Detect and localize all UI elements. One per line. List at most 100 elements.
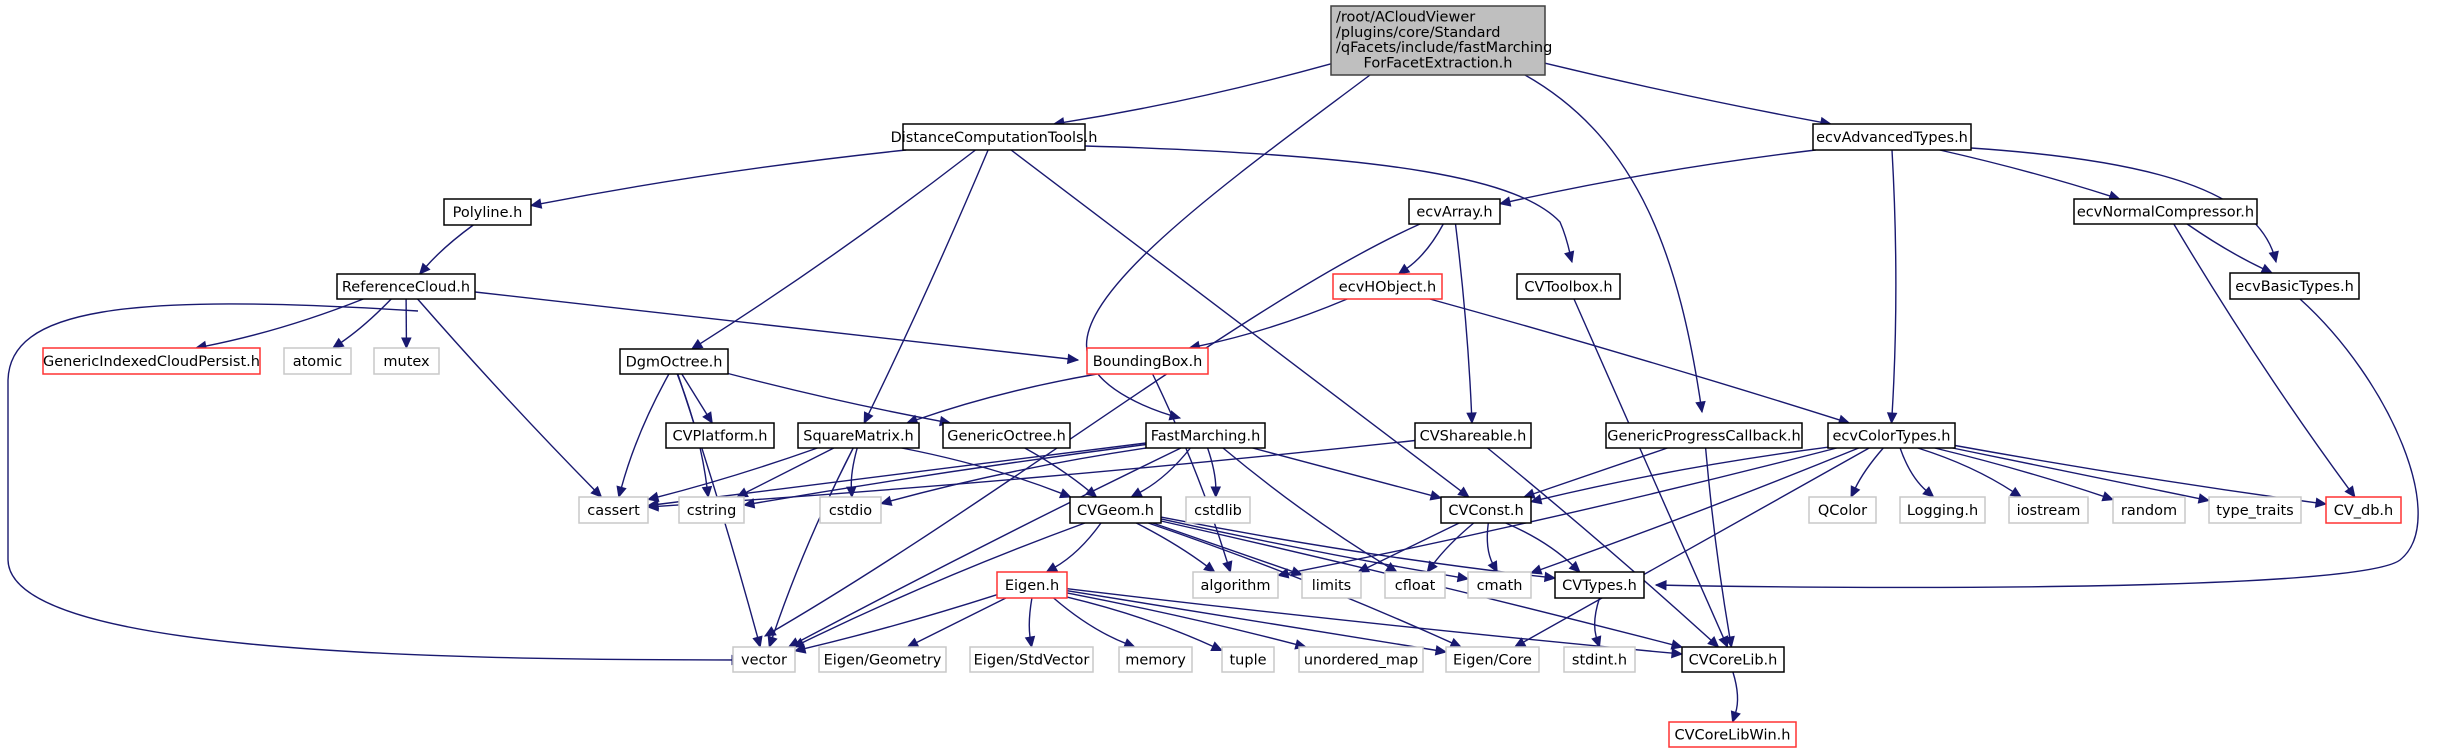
node-reference-cloud[interactable]: ReferenceCloud.h <box>336 273 476 300</box>
edge-ecv-color-types-to-type-traits <box>1952 447 2201 500</box>
node-box <box>2112 496 2186 524</box>
arrowhead-icon <box>702 411 713 425</box>
node-label: unordered_map <box>1304 653 1418 669</box>
node-label: cassert <box>587 503 640 519</box>
edge-distance-computation-tools-to-square-matrix <box>867 149 989 416</box>
node-box <box>578 496 649 524</box>
node-cstdlib: cstdlib <box>1185 496 1251 524</box>
node-cvconst[interactable]: CVConst.h <box>1440 496 1532 524</box>
node-cstdio: cstdio <box>819 496 882 524</box>
arrowhead-icon <box>2009 486 2023 498</box>
node-generic-octree[interactable]: GenericOctree.h <box>942 422 1071 449</box>
node-dgm-octree[interactable]: DgmOctree.h <box>619 348 729 375</box>
node-label: GenericOctree.h <box>947 429 1066 445</box>
node-box <box>819 496 882 524</box>
arrowhead-icon <box>879 495 893 506</box>
node-tuple: tuple <box>1221 646 1275 673</box>
edge-cvconst-to-cmath <box>1486 522 1494 565</box>
arrowhead-icon <box>1487 560 1498 574</box>
node-box <box>678 496 745 524</box>
arrowhead-icon <box>1529 564 1543 575</box>
arrowhead-icon <box>1564 250 1575 264</box>
arrowhead-icon <box>1290 566 1304 577</box>
edge-ecv-basic-types-to-cvtypes <box>1655 298 2419 589</box>
node-cvshareable[interactable]: CVShareable.h <box>1414 422 1532 449</box>
node-box <box>996 571 1068 599</box>
edge-ecv-color-types-to-qcolor <box>1854 447 1884 490</box>
node-box <box>1668 721 1797 748</box>
node-box <box>373 347 440 375</box>
node-ecv-color-types[interactable]: ecvColorTypes.h <box>1827 422 1956 449</box>
arrowhead-icon <box>529 198 543 209</box>
node-polyline[interactable]: Polyline.h <box>443 198 532 226</box>
node-cvtypes[interactable]: CVTypes.h <box>1554 571 1645 599</box>
edge-fast-marching-to-cvconst <box>1252 447 1433 497</box>
edge-cvcore-lib-to-cvcore-lib-win <box>1732 671 1739 714</box>
node-cvcore-lib[interactable]: CVCoreLib.h <box>1681 646 1785 673</box>
node-box <box>1827 422 1956 449</box>
arrowhead-icon <box>792 637 806 648</box>
node-root[interactable]: /root/ACloudViewer/plugins/core/Standard… <box>1330 5 1552 76</box>
node-generic-progress-callback[interactable]: GenericProgressCallback.h <box>1605 422 1803 449</box>
edge-dgm-octree-to-generic-octree <box>727 372 942 423</box>
arrowhead-icon <box>1707 636 1720 648</box>
node-box <box>1221 646 1275 673</box>
node-cvplatform[interactable]: CVPlatform.h <box>665 422 775 449</box>
node-ecv-normal-compressor[interactable]: ecvNormalCompressor.h <box>2073 198 2258 225</box>
node-box <box>1681 646 1785 673</box>
node-box <box>1516 273 1621 300</box>
node-cvcore-lib-win[interactable]: CVCoreLibWin.h <box>1668 721 1797 748</box>
node-label: ecvColorTypes.h <box>1833 429 1951 445</box>
arrowhead-icon <box>1429 490 1443 501</box>
node-label: type_traits <box>2216 503 2293 519</box>
node-box <box>1808 496 1877 524</box>
edge-ecv-advanced-types-to-ecv-color-types <box>1891 149 1897 415</box>
node-cvtoolbox[interactable]: CVToolbox.h <box>1516 273 1621 300</box>
node-square-matrix[interactable]: SquareMatrix.h <box>797 422 920 449</box>
node-cv-db[interactable]: CV_db.h <box>2325 496 2402 524</box>
node-eigen[interactable]: Eigen.h <box>996 571 1068 599</box>
node-ecv-hobject[interactable]: ecvHObject.h <box>1332 273 1443 300</box>
node-cassert: cassert <box>578 496 649 524</box>
edge-ecv-color-types-to-logging <box>1899 447 1928 492</box>
node-label: limits <box>1312 578 1351 594</box>
arrowhead-icon <box>767 635 778 649</box>
arrowhead-icon <box>1568 560 1581 573</box>
node-box <box>1554 571 1645 599</box>
arrowhead-icon <box>1591 635 1602 649</box>
node-type-traits: type_traits <box>2208 496 2302 524</box>
edge-polyline-to-reference-cloud <box>425 224 474 268</box>
node-eigen-core: Eigen/Core <box>1445 646 1540 673</box>
node-box <box>443 198 532 226</box>
node-generic-indexed-cloud-persist[interactable]: GenericIndexedCloudPersist.h <box>42 347 261 375</box>
arrowhead-icon <box>2197 493 2211 504</box>
arrowhead-icon <box>1529 494 1543 505</box>
node-label: GenericProgressCallback.h <box>1607 429 1800 445</box>
node-cvgeom[interactable]: CVGeom.h <box>1069 496 1162 524</box>
edge-reference-cloud-to-vector <box>7 303 743 661</box>
node-bounding-box[interactable]: BoundingBox.h <box>1086 347 1209 375</box>
node-fast-marching[interactable]: FastMarching.h <box>1145 422 1266 449</box>
node-label-line: /plugins/core/Standard <box>1336 25 1500 41</box>
node-ecv-basic-types[interactable]: ecvBasicTypes.h <box>2229 272 2360 300</box>
node-label: cfloat <box>1395 578 1436 594</box>
edge-generic-progress-callback-to-cvcore-lib <box>1704 447 1731 639</box>
node-qcolor: QColor <box>1808 496 1877 524</box>
edge-bounding-box-to-algorithm <box>1151 373 1229 564</box>
node-box <box>1330 5 1546 76</box>
node-ecv-array[interactable]: ecvArray.h <box>1408 198 1501 225</box>
edge-ecv-advanced-types-to-ecv-basic-types <box>1970 147 2277 263</box>
node-label: ecvHObject.h <box>1339 280 1436 296</box>
node-label: Eigen/StdVector <box>974 653 1090 669</box>
node-ecv-advanced-types[interactable]: ecvAdvancedTypes.h <box>1812 123 1972 151</box>
node-label: ecvArray.h <box>1416 205 1492 221</box>
arrowhead-icon <box>1434 645 1448 656</box>
node-label: CVShareable.h <box>1420 429 1527 445</box>
node-distance-computation-tools[interactable]: DistanceComputationTools.h <box>891 123 1098 151</box>
arrowhead-icon <box>1210 486 1222 499</box>
node-label: ecvNormalCompressor.h <box>2077 205 2254 221</box>
edge-root-to-generic-progress-callback <box>1524 74 1703 413</box>
node-box <box>942 422 1071 449</box>
edge-cvshareable-to-cassert <box>656 439 1416 508</box>
arrowhead-icon <box>331 337 345 349</box>
